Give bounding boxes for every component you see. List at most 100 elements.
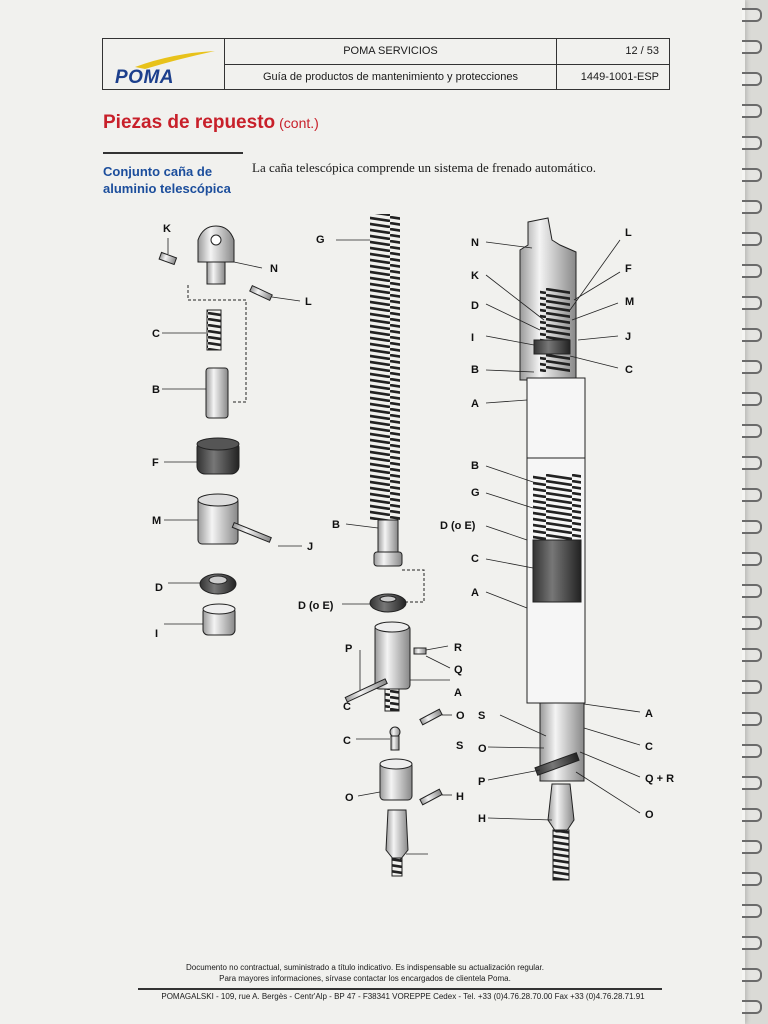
footer-address: POMAGALSKI - 109, rue A. Bergès - Centr'…: [161, 992, 645, 1001]
callout-label-middle-1: G: [316, 234, 325, 246]
assembly-inner-spring: [540, 288, 570, 372]
binding-ring: [742, 968, 762, 982]
part-b-rod: [373, 519, 403, 567]
page-title: Piezas de repuesto(cont.): [103, 112, 319, 134]
callout-label-left-4: C: [152, 328, 160, 340]
part-k-screw: [158, 251, 178, 266]
page-title-suffix: (cont.): [279, 115, 319, 131]
callout-label-left-2: N: [270, 263, 278, 275]
part-d-ring: [199, 573, 237, 595]
part-n-clevis: [197, 225, 235, 285]
callout-label-left-6: F: [152, 457, 159, 469]
callout-label-right-mid-4: C: [471, 553, 479, 565]
document-page: P O M A POMA SERVICIOS Guía de productos de…: [0, 0, 745, 1024]
part-r-screw: [413, 647, 427, 655]
callout-label-middle-4: P: [345, 643, 352, 655]
left-parts-group: [158, 225, 273, 636]
binding-ring: [742, 488, 762, 502]
callout-label-right-bottom-1: S: [478, 710, 485, 722]
part-s-collar: [379, 758, 413, 801]
guide-title: Guía de productos de mantenimiento y pro…: [225, 63, 556, 90]
callout-label-right-mid-3: D (o E): [440, 520, 476, 532]
spiral-binding: [738, 0, 768, 1024]
binding-ring: [742, 8, 762, 22]
part-l-pin: [249, 284, 273, 302]
binding-ring: [742, 232, 762, 246]
callout-label-left-1: K: [163, 223, 171, 235]
header-table: POMA POMA SERVICIOS Guía de productos de…: [102, 38, 670, 90]
binding-ring: [742, 40, 762, 54]
binding-ring: [742, 520, 762, 534]
binding-ring: [742, 680, 762, 694]
assembly-spring-dark: [532, 539, 582, 603]
header-right: 12 / 53 1449-1001-ESP: [557, 39, 669, 89]
assembly-threaded-end: [552, 829, 570, 881]
document-code: 1449-1001-ESP: [557, 63, 669, 90]
callout-label-middle-12: O: [345, 792, 354, 804]
callout-label-right-bottom-6: Q + R: [645, 773, 674, 785]
footer-note-line-1: Documento no contractual, suministrado a…: [186, 963, 544, 972]
callout-label-right-mid-5: A: [471, 587, 479, 599]
callout-label-right-top-1: N: [471, 237, 479, 249]
callout-label-right-top-2: L: [625, 227, 632, 239]
subheading-rule: [103, 152, 243, 154]
assembly-cross-pin: [534, 752, 580, 776]
binding-ring: [742, 296, 762, 310]
subheading-line-1: Conjunto caña de: [103, 164, 213, 179]
binding-ring: [742, 200, 762, 214]
binding-ring: [742, 744, 762, 758]
left-leaders: [162, 238, 302, 625]
callout-label-right-mid-1: B: [471, 460, 479, 472]
callout-label-left-7: M: [152, 515, 161, 527]
callout-label-middle-3: D (o E): [298, 600, 334, 612]
footer-rule: [138, 988, 662, 990]
callout-label-left-5: B: [152, 384, 160, 396]
part-g-spring: [370, 214, 400, 520]
callout-label-left-9: D: [155, 582, 163, 594]
callout-label-right-top-3: F: [625, 263, 632, 275]
callout-label-right-top-5: M: [625, 296, 634, 308]
assembly-g-spring: [533, 474, 581, 540]
binding-ring: [742, 872, 762, 886]
callout-label-right-bottom-7: H: [478, 813, 486, 825]
callout-label-middle-10: C: [343, 735, 351, 747]
callout-label-right-top-9: B: [471, 364, 479, 376]
binding-ring: [742, 712, 762, 726]
callout-label-middle-6: Q: [454, 664, 463, 676]
callout-label-middle-13: H: [456, 791, 464, 803]
callout-label-middle-11: S: [456, 740, 463, 752]
right-assembly-group: [519, 217, 586, 881]
callout-label-right-bottom-3: O: [478, 743, 487, 755]
callout-label-right-top-4: K: [471, 270, 479, 282]
part-bolt: [344, 678, 388, 703]
binding-ring: [742, 936, 762, 950]
part-p-housing: [374, 621, 411, 712]
logo-swoosh-icon: [135, 51, 215, 69]
binding-ring: [742, 104, 762, 118]
company-name: POMA SERVICIOS: [343, 45, 438, 58]
callout-label-left-3: L: [305, 296, 312, 308]
part-f-ring: [196, 437, 240, 475]
assembly-hook: [547, 783, 575, 833]
binding-ring: [742, 616, 762, 630]
binding-ring: [742, 168, 762, 182]
part-o-pin-upper: [419, 708, 443, 726]
callout-label-right-top-11: A: [471, 398, 479, 410]
callout-label-right-top-6: D: [471, 300, 479, 312]
middle-leaders: [336, 239, 452, 855]
header-middle: POMA SERVICIOS Guía de productos de mant…: [225, 39, 557, 89]
part-j-pin: [231, 522, 272, 543]
callout-label-right-bottom-4: C: [645, 741, 653, 753]
callout-label-right-mid-2: G: [471, 487, 480, 499]
section-description: La caña telescópica comprende un sistema…: [252, 160, 596, 175]
middle-parts-group: [344, 214, 443, 877]
footer-note: Documento no contractual, suministrado a…: [110, 962, 620, 984]
callout-label-right-top-8: J: [625, 331, 631, 343]
binding-ring: [742, 840, 762, 854]
binding-ring: [742, 72, 762, 86]
binding-ring: [742, 456, 762, 470]
binding-ring: [742, 584, 762, 598]
subheading-line-2: aluminio telescópica: [103, 181, 231, 196]
callout-label-middle-5: R: [454, 642, 462, 654]
